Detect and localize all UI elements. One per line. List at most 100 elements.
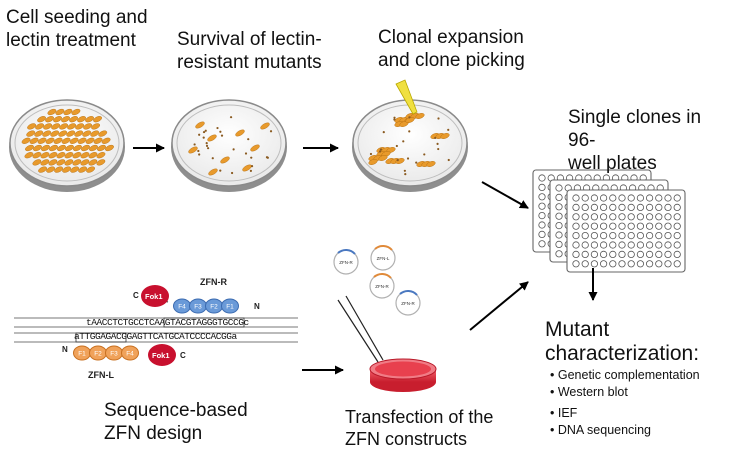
cell	[93, 116, 102, 123]
cell	[48, 152, 58, 159]
cell	[43, 123, 53, 130]
well	[673, 222, 681, 230]
cell	[70, 166, 79, 173]
well	[645, 213, 654, 221]
transfection-dish	[369, 358, 437, 392]
cell	[40, 159, 50, 166]
well	[572, 194, 580, 202]
transfection-pipette	[337, 295, 384, 363]
well	[664, 241, 672, 249]
binding-site-right	[163, 317, 245, 328]
c-terminal-left: C	[180, 351, 186, 360]
petri-dish-clonal	[352, 99, 468, 192]
well	[538, 202, 546, 210]
cell	[37, 116, 46, 123]
cell	[45, 137, 55, 144]
dna-sequence-bottom: aTTGGAGACGGAGTTCATGCATCCCCACGGa	[74, 331, 237, 342]
debris	[193, 143, 196, 146]
plasmid-label: ZFN-L	[377, 256, 390, 261]
well	[645, 260, 654, 268]
n-terminal-right: N	[254, 302, 260, 311]
well	[555, 231, 563, 239]
cell	[24, 152, 34, 159]
debris	[205, 144, 209, 147]
well	[572, 203, 580, 211]
well	[581, 232, 589, 240]
cell	[260, 122, 270, 130]
debris	[447, 128, 450, 131]
debris	[198, 153, 201, 156]
well	[627, 194, 635, 202]
well	[627, 203, 635, 211]
plasmid-label: ZFN-R	[401, 301, 415, 306]
label-mutant-characterization: Mutant characterization:	[545, 318, 700, 365]
cell	[88, 152, 98, 159]
zinc-finger-label: F1	[78, 351, 86, 358]
well	[664, 194, 672, 202]
binding-site-left	[75, 332, 127, 343]
cell	[105, 144, 114, 152]
well	[636, 213, 645, 221]
cell	[208, 168, 218, 176]
well	[590, 203, 599, 211]
arrow-transfection-to-plates	[469, 281, 529, 331]
fok1-label-left: Fok1	[152, 351, 170, 360]
well	[655, 203, 663, 211]
cell	[25, 144, 34, 152]
well-plates-96	[532, 169, 686, 273]
petri-dish-seeding	[9, 99, 125, 192]
well	[555, 184, 563, 192]
debris	[206, 147, 210, 150]
cell	[86, 166, 95, 173]
cell	[97, 144, 106, 152]
cell	[67, 123, 77, 130]
well	[590, 194, 599, 202]
well	[664, 260, 672, 268]
debris	[379, 148, 383, 151]
well	[673, 194, 681, 202]
resistant-cells	[188, 116, 273, 176]
plasmid-label: ZFN-R	[339, 260, 353, 265]
cell	[54, 166, 63, 173]
debris	[393, 116, 396, 119]
well	[627, 260, 635, 268]
well	[673, 203, 681, 211]
debris	[232, 148, 235, 151]
well	[590, 213, 599, 221]
cell	[47, 108, 57, 116]
cell	[38, 166, 47, 173]
cell	[41, 144, 50, 152]
well	[618, 213, 626, 221]
well	[599, 203, 608, 211]
well	[572, 222, 580, 230]
debris	[249, 169, 253, 172]
petri-dish-survival	[171, 99, 287, 192]
debris	[202, 136, 205, 139]
well	[581, 213, 589, 221]
cell	[207, 134, 217, 142]
arrow-clonal-to-plates	[481, 181, 529, 209]
fok1-label-right: Fok1	[145, 292, 163, 301]
debris	[250, 156, 253, 159]
cell	[35, 123, 45, 130]
well	[664, 213, 672, 221]
debris	[197, 149, 200, 153]
well	[609, 250, 617, 258]
well	[538, 174, 546, 182]
well	[627, 213, 635, 221]
cell	[27, 123, 37, 130]
zinc-finger-label: F4	[178, 304, 186, 311]
well	[673, 260, 681, 268]
well	[538, 221, 546, 229]
cell	[56, 152, 66, 159]
c-terminal-right: C	[133, 291, 139, 300]
debris	[269, 130, 273, 133]
well	[599, 260, 608, 268]
cell	[440, 133, 450, 139]
pipette-tip-icon	[395, 79, 418, 115]
cell	[78, 166, 87, 173]
well	[655, 241, 663, 249]
cell	[64, 152, 74, 159]
well	[590, 241, 599, 249]
